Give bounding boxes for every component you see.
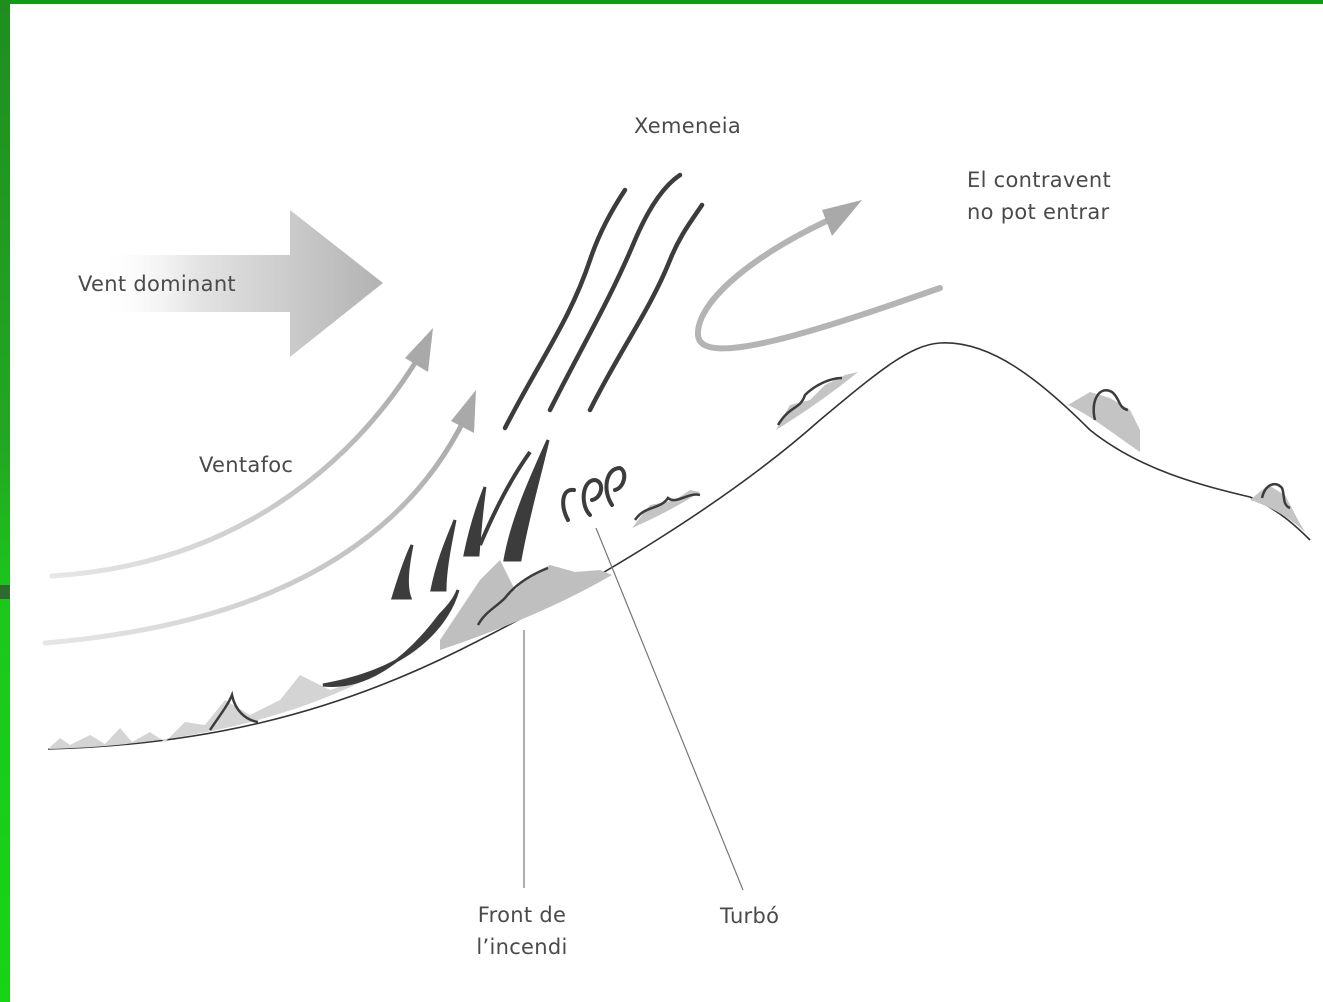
turbo-leader-line <box>596 528 743 890</box>
flame-1 <box>323 590 458 685</box>
upslope-wind-arrow-head-1 <box>405 328 433 372</box>
turbulence-curl-1 <box>563 490 574 520</box>
flame-3 <box>432 520 455 590</box>
label-contravent-line1: El contravent <box>967 164 1111 196</box>
turbulence-curl-2 <box>584 480 601 515</box>
chimney-strand-3 <box>590 205 702 410</box>
fire-front-shade <box>440 560 612 650</box>
upslope-wind-arrow-head-2 <box>451 390 476 433</box>
label-front-line1: Front de <box>462 899 582 931</box>
label-xemeneia: Xemeneia <box>634 110 741 142</box>
counter-wind-arrow <box>698 215 940 348</box>
flame-2 <box>393 545 412 598</box>
label-ventafoc: Ventafoc <box>199 449 293 481</box>
label-turbo: Turbó <box>720 900 779 932</box>
vegetation-4 <box>1250 485 1305 532</box>
label-vent-dominant: Vent dominant <box>78 268 236 300</box>
label-front-line2: l’incendi <box>462 931 582 963</box>
chimney-strand-1 <box>505 190 625 428</box>
label-contravent-line2: no pot entrar <box>967 196 1109 228</box>
vegetation-2 <box>776 372 858 430</box>
counter-wind-arrow-head <box>822 200 862 236</box>
turbulence-curl-3 <box>606 468 624 505</box>
vegetation-3 <box>1068 392 1140 452</box>
